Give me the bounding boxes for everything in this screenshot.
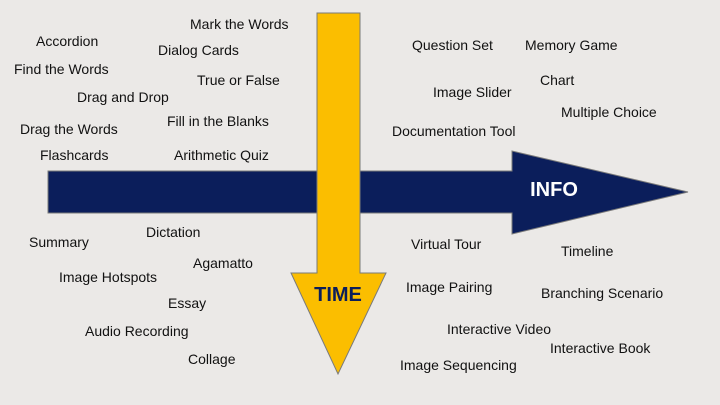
item-arithmetic-quiz: Arithmetic Quiz <box>174 147 269 163</box>
item-multiple-choice: Multiple Choice <box>561 104 657 120</box>
item-question-set: Question Set <box>412 37 493 53</box>
item-collage: Collage <box>188 351 236 367</box>
item-chart: Chart <box>540 72 575 88</box>
item-interactive-video: Interactive Video <box>447 321 552 337</box>
item-summary: Summary <box>29 234 89 250</box>
item-essay: Essay <box>168 295 207 311</box>
item-agamatto: Agamatto <box>193 255 253 271</box>
item-image-sequencing: Image Sequencing <box>400 357 517 373</box>
item-fill-in-the-blanks: Fill in the Blanks <box>167 113 269 129</box>
item-interactive-book: Interactive Book <box>550 340 651 356</box>
item-documentation-tool: Documentation Tool <box>392 123 516 139</box>
item-drag-and-drop: Drag and Drop <box>77 89 169 105</box>
item-drag-the-words: Drag the Words <box>20 121 118 137</box>
item-branching-scenario: Branching Scenario <box>541 285 664 301</box>
item-find-the-words: Find the Words <box>14 61 109 77</box>
item-audio-recording: Audio Recording <box>85 323 189 339</box>
item-dialog-cards: Dialog Cards <box>158 42 239 58</box>
item-image-slider: Image Slider <box>433 84 512 100</box>
item-timeline: Timeline <box>561 243 614 259</box>
item-virtual-tour: Virtual Tour <box>411 236 482 252</box>
info-arrow <box>47 150 689 235</box>
item-memory-game: Memory Game <box>525 37 618 53</box>
item-image-pairing: Image Pairing <box>406 279 493 295</box>
item-dictation: Dictation <box>146 224 201 240</box>
item-flashcards: Flashcards <box>40 147 109 163</box>
item-true-or-false: True or False <box>197 72 280 88</box>
item-mark-the-words: Mark the Words <box>190 16 289 32</box>
item-accordion: Accordion <box>36 33 99 49</box>
info-arrow-label: INFO <box>530 179 578 201</box>
item-image-hotspots: Image Hotspots <box>59 269 158 285</box>
time-arrow-label: TIME <box>314 284 362 306</box>
time-arrow <box>290 12 387 376</box>
